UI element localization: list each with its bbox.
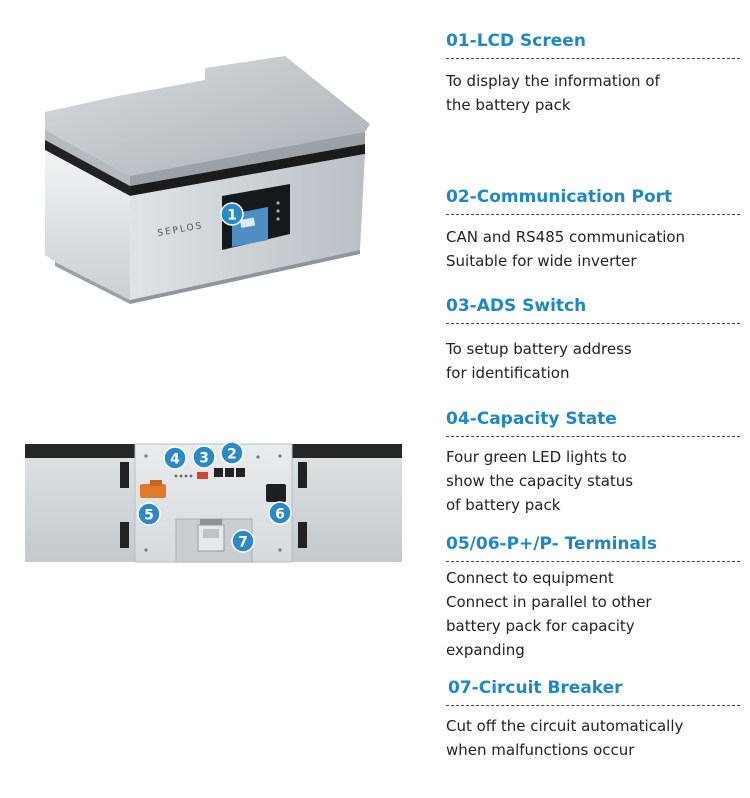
feature-terminals: 05/06-P+/P- Terminals Connect to equipme… [446, 533, 740, 662]
callout-5: 5 [137, 502, 161, 526]
description-line: when malfunctions occur [446, 741, 635, 759]
feature-title: 02-Communication Port [446, 187, 673, 207]
callout-1: 1 [220, 202, 244, 226]
feature-capacity-state: 04-Capacity State Four green LED lights … [446, 408, 740, 517]
description-line: show the capacity status [446, 472, 634, 490]
callout-badges: 1 2 3 4 5 6 7 [137, 202, 292, 553]
callout-4: 4 [163, 446, 187, 470]
feature-circuit-breaker: 07-Circuit Breaker Cut off the circuit a… [446, 677, 740, 762]
feature-description: Cut off the circuit automatically when m… [446, 714, 740, 762]
svg-text:6: 6 [275, 507, 285, 523]
divider [446, 436, 740, 437]
divider [446, 561, 740, 562]
capacity-leds [174, 474, 193, 478]
description-line: the battery pack [446, 96, 571, 114]
callout-7: 7 [231, 529, 255, 553]
feature-description: To setup battery address for identificat… [446, 337, 740, 385]
feature-ads-switch: 03-ADS Switch To setup battery address f… [446, 295, 740, 385]
svg-text:5: 5 [144, 508, 154, 524]
description-line: Four green LED lights to [446, 448, 627, 466]
feature-lcd-screen: 01-LCD Screen To display the information… [446, 30, 740, 117]
description-line: To display the information of [446, 72, 660, 90]
divider [446, 705, 740, 706]
feature-communication-port: 02-Communication Port CAN and RS485 comm… [446, 186, 740, 273]
description-line: Connect in parallel to other [446, 593, 652, 611]
description-line: Cut off the circuit automatically [446, 717, 684, 735]
svg-text:4: 4 [170, 452, 180, 468]
ads-switch [197, 472, 208, 479]
negative-terminal [266, 484, 286, 502]
feature-title: 05/06-P+/P- Terminals [446, 534, 657, 554]
description-line: of battery pack [446, 496, 561, 514]
feature-description: CAN and RS485 communication Suitable for… [446, 225, 740, 273]
description-line: CAN and RS485 communication [446, 228, 686, 246]
feature-description: Connect to equipment Connect in parallel… [446, 566, 740, 662]
divider [446, 323, 740, 324]
svg-text:7: 7 [238, 535, 248, 551]
description-line: Connect to equipment [446, 569, 614, 587]
divider [446, 214, 740, 215]
svg-text:3: 3 [199, 451, 209, 467]
black-band [45, 140, 130, 196]
description-line: expanding [446, 641, 525, 659]
svg-text:1: 1 [227, 208, 237, 224]
battery-isometric-view: SEPLOS [45, 56, 370, 304]
divider [446, 58, 740, 59]
feature-title: 07-Circuit Breaker [448, 678, 623, 698]
description-line: Suitable for wide inverter [446, 252, 637, 270]
callout-6: 6 [268, 501, 292, 525]
svg-text:2: 2 [227, 447, 237, 463]
feature-description: To display the information of the batter… [446, 69, 740, 117]
feature-title: 04-Capacity State [446, 409, 617, 429]
positive-terminal [140, 480, 166, 498]
callout-2: 2 [220, 441, 244, 465]
feature-description: Four green LED lights to show the capaci… [446, 445, 740, 517]
battery-rear-view [25, 443, 402, 563]
callout-3: 3 [192, 445, 216, 469]
description-line: for identification [446, 364, 570, 382]
feature-title: 03-ADS Switch [446, 296, 587, 316]
communication-ports [214, 468, 245, 477]
feature-title: 01-LCD Screen [446, 31, 586, 51]
description-line: battery pack for capacity [446, 617, 635, 635]
description-line: To setup battery address [446, 340, 632, 358]
battery-lid [45, 56, 370, 176]
